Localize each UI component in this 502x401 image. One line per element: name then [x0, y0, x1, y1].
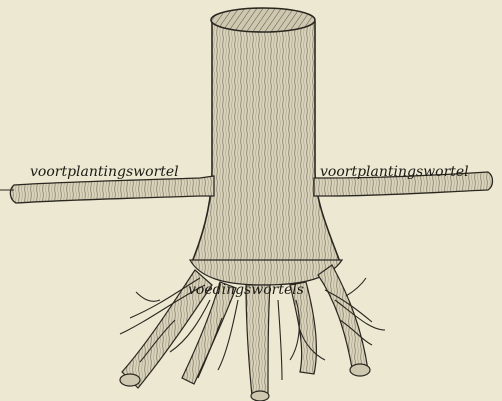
- trunk-cut-top: [211, 8, 315, 32]
- trunk: [192, 22, 340, 262]
- right-root-label: voortplantingswortel: [320, 164, 469, 180]
- left-propagation-root: [10, 176, 214, 203]
- left-root-label: voortplantingswortel: [30, 164, 179, 180]
- feeding-roots-label: voedingswortels: [188, 282, 304, 298]
